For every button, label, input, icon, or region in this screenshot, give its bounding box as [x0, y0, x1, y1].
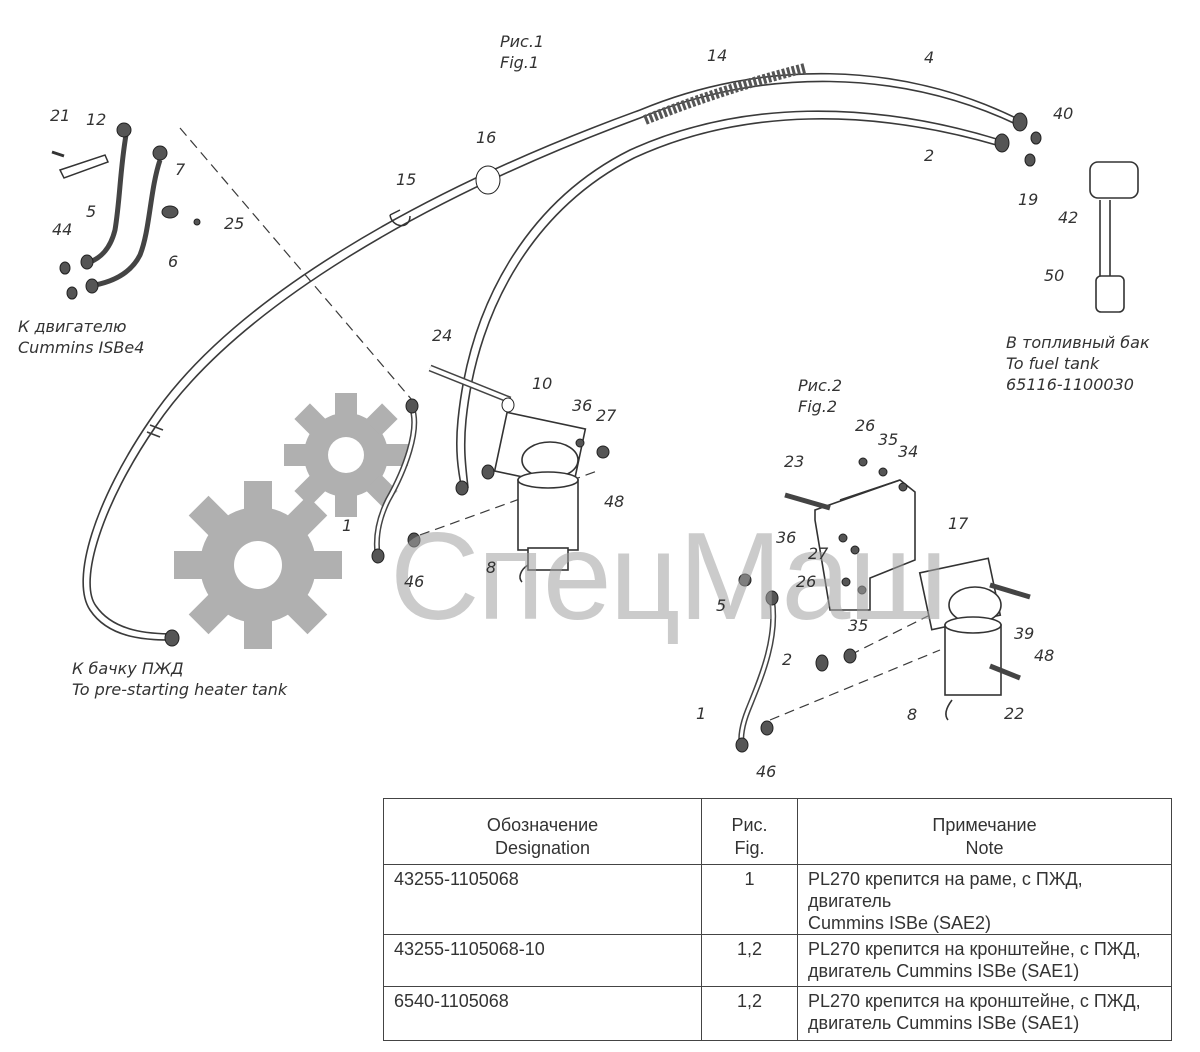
fuel-line-2 [456, 110, 1001, 491]
cell-designation: 43255-1105068 [383, 864, 702, 935]
callout-36: 36 [572, 396, 593, 415]
callout-17: 17 [948, 514, 969, 533]
callout-50: 50 [1044, 266, 1065, 285]
table-row: 43255-1105068 1 PL270 крепится на раме, … [383, 864, 1172, 935]
callout-46-fig2: 46 [756, 762, 777, 781]
callout-6: 6 [168, 252, 179, 271]
callout-46: 46 [404, 572, 425, 591]
callout-1-fig2: 1 [696, 704, 707, 723]
cell-note: PL270 крепится на кронштейне, с ПЖД,двиг… [797, 986, 1172, 1041]
table-row: 6540-1105068 1,2 PL270 крепится на кронш… [383, 986, 1172, 1041]
callout-21: 21 [50, 106, 71, 125]
callout-15: 15 [396, 170, 417, 189]
callout-39: 39 [1014, 624, 1035, 643]
callout-42: 42 [1058, 208, 1079, 227]
callout-35-lower: 35 [848, 616, 869, 635]
bolt-23 [784, 492, 831, 511]
fuel-line-4 [82, 72, 1021, 641]
callout-36-fig2: 36 [776, 528, 797, 547]
watermark-text: СпецМаш [390, 508, 948, 646]
bolt-39 [989, 582, 1031, 600]
callout-34: 34 [898, 442, 919, 461]
callout-48: 48 [604, 492, 625, 511]
callout-1: 1 [342, 516, 353, 535]
callout-14: 14 [707, 46, 728, 65]
cell-note: PL270 крепится на кронштейне, с ПЖД,двиг… [797, 934, 1172, 987]
callout-26-fig2: 26 [855, 416, 876, 435]
callout-16: 16 [476, 128, 497, 147]
table-row: 43255-1105068-10 1,2 PL270 крепится на к… [383, 934, 1172, 987]
cell-designation: 6540-1105068 [383, 986, 702, 1041]
callout-27-fig2: 27 [808, 544, 829, 563]
callout-44: 44 [52, 220, 73, 239]
callout-19: 19 [1018, 190, 1039, 209]
callout-8: 8 [486, 558, 497, 577]
fuel-sensor-50 [1089, 161, 1139, 313]
callout-35-fig2: 35 [878, 430, 899, 449]
fuel-line-5 [88, 134, 129, 265]
cell-designation: 43255-1105068-10 [383, 934, 702, 987]
fuel-line-2-inner [463, 118, 1001, 489]
callout-26-lower: 26 [796, 572, 817, 591]
callout-48-fig2: 48 [1034, 646, 1055, 665]
callout-10: 10 [532, 374, 553, 393]
callout-12: 12 [86, 110, 107, 129]
callout-5: 5 [86, 202, 97, 221]
plate-12 [58, 154, 110, 179]
callout-7: 7 [175, 160, 186, 179]
bolt-22 [989, 663, 1021, 681]
cell-fig: 1 [701, 864, 798, 935]
callout-23: 23 [784, 452, 805, 471]
callout-4: 4 [924, 48, 935, 67]
callout-40: 40 [1053, 104, 1074, 123]
cell-fig: 1,2 [701, 986, 798, 1041]
callout-2: 2 [924, 146, 935, 165]
fuel-line-6 [94, 159, 163, 288]
fuel-filter-48-fig2 [918, 557, 1002, 721]
callout-22: 22 [1004, 704, 1025, 723]
callout-8-fig2: 8 [907, 705, 918, 724]
fuel-line-4-inner [89, 80, 1021, 635]
clamp-15 [389, 214, 411, 227]
fuel-filter-48 [493, 411, 587, 583]
cell-note: PL270 крепится на раме, с ПЖД, двигатель… [797, 864, 1172, 935]
callout-5-fig2: 5 [716, 596, 727, 615]
callout-2-fig2: 2 [782, 650, 793, 669]
cell-fig: 1,2 [701, 934, 798, 987]
callout-25: 25 [224, 214, 245, 233]
protective-sleeve-14 [643, 63, 807, 125]
watermark-gear-icon [174, 393, 408, 649]
callout-27: 27 [596, 406, 617, 425]
header-fig: Рис.Fig. [701, 798, 798, 865]
callout-24: 24 [432, 326, 453, 345]
